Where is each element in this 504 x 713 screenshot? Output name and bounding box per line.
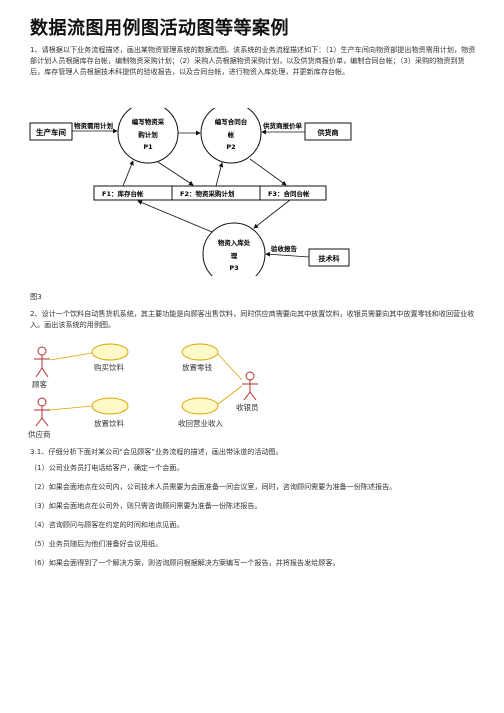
entity-supplier-box [304, 122, 352, 141]
list-item: （4）咨询顾问与顾客在约定的时间和地点见面。 [30, 520, 184, 529]
flow-report-label: 验收报告 [271, 244, 298, 253]
usecase-collect-revenue [181, 397, 219, 415]
store-f3-label: F3：合同台帐 [268, 189, 310, 198]
process-p2-id: P2 [226, 143, 235, 151]
entity-tech-label: 技术科 [319, 254, 340, 263]
actor-customer-label: 顾客 [32, 379, 47, 389]
entity-supplier-label: 供货商 [317, 128, 339, 137]
question-2-text: 2、设计一个饮料自动售货机系统，其主要功能是向顾客出售饮料，同时供应商需要向其中… [30, 309, 475, 329]
actor-cashier-label: 收银员 [236, 402, 259, 412]
page-title: 数据流图用例图活动图等等案例 [30, 18, 289, 39]
actor-supplier-label: 供应商 [28, 429, 51, 439]
use-case-diagram: 顾客 供应商 收银员 购买饮料 放置零钱 放置饮料 收回营业收入 [28, 343, 259, 439]
store-f2-label: F2：物资采购计划 [180, 189, 235, 198]
process-p1-id: P1 [143, 143, 153, 151]
entity-tech-box [308, 248, 350, 267]
usecase-collect-revenue-label: 收回营业收入 [178, 418, 223, 428]
store-f1-label: F1：库存台帐 [102, 189, 144, 198]
process-p1-line2: 购计划 [138, 130, 158, 139]
usecase-buy-drink [91, 343, 129, 361]
store-f3 [259, 185, 327, 201]
flow-quote-label: 供货商报价单 [262, 121, 303, 130]
process-p3-id: P3 [229, 264, 238, 272]
question-3-text: 3.1、仔细分析下面对某公司“会见顾客”业务流程的描述，画出带泳道的活动图。 [30, 447, 283, 456]
process-p3 [202, 222, 266, 276]
list-item: （3）如果会面地点在公司外，则只需咨询顾问需要为准备一份陈述报告。 [30, 501, 262, 510]
process-p1-line1: 编写物资采 [132, 117, 165, 126]
question-1-text: 1、请根据以下业务流程描述，画出某物资管理系统的数据流图。该系统的业务流程描述如… [30, 45, 476, 76]
usecase-place-drink-label: 放置饮料 [94, 418, 124, 428]
process-p3-line2: 理 [231, 251, 238, 260]
figure-3-label: 图3 [30, 292, 42, 301]
entity-workshop-label: 生产车间 [36, 127, 66, 137]
entity-workshop-box [29, 122, 73, 141]
process-p2-line1: 编写合同台 [215, 117, 248, 126]
actor-supplier-icon [34, 397, 50, 427]
activity-steps-list: （1）公司业务员打电话给客户，确定一个会面。 （2）如果会面地点在公司内，公司技… [30, 462, 478, 576]
list-item: （2）如果会面地点在公司内，公司技术人员需要为会面准备一间会议室，同时，咨询顾问… [30, 482, 397, 491]
list-item: （1）公司业务员打电话给客户，确定一个会面。 [30, 463, 184, 472]
usecase-place-change-label: 放置零钱 [182, 362, 212, 372]
actor-cashier-icon [242, 371, 258, 401]
list-item: （5）业务员随后为他们准备好会议用纸。 [30, 539, 163, 548]
flow-demand-label: 物资需用计划 [74, 121, 114, 130]
process-p2 [200, 108, 262, 164]
usecase-buy-drink-label: 购买饮料 [94, 362, 124, 372]
usecase-place-change [181, 343, 219, 361]
actor-customer-icon [34, 346, 50, 378]
usecase-place-drink [91, 397, 129, 415]
process-p3-line1: 物资入库处 [218, 238, 251, 247]
list-item: （6）如果会面得到了一个解决方案，则咨询顾问根据解决方案编写一个报告，并将报告发… [30, 558, 340, 567]
process-p2-line2: 帐 [228, 130, 235, 139]
data-flow-diagram: 生产车间 供货商 技术科 编写物资采 购计划 P1 编写合同台 帐 P2 物资入… [29, 108, 352, 276]
